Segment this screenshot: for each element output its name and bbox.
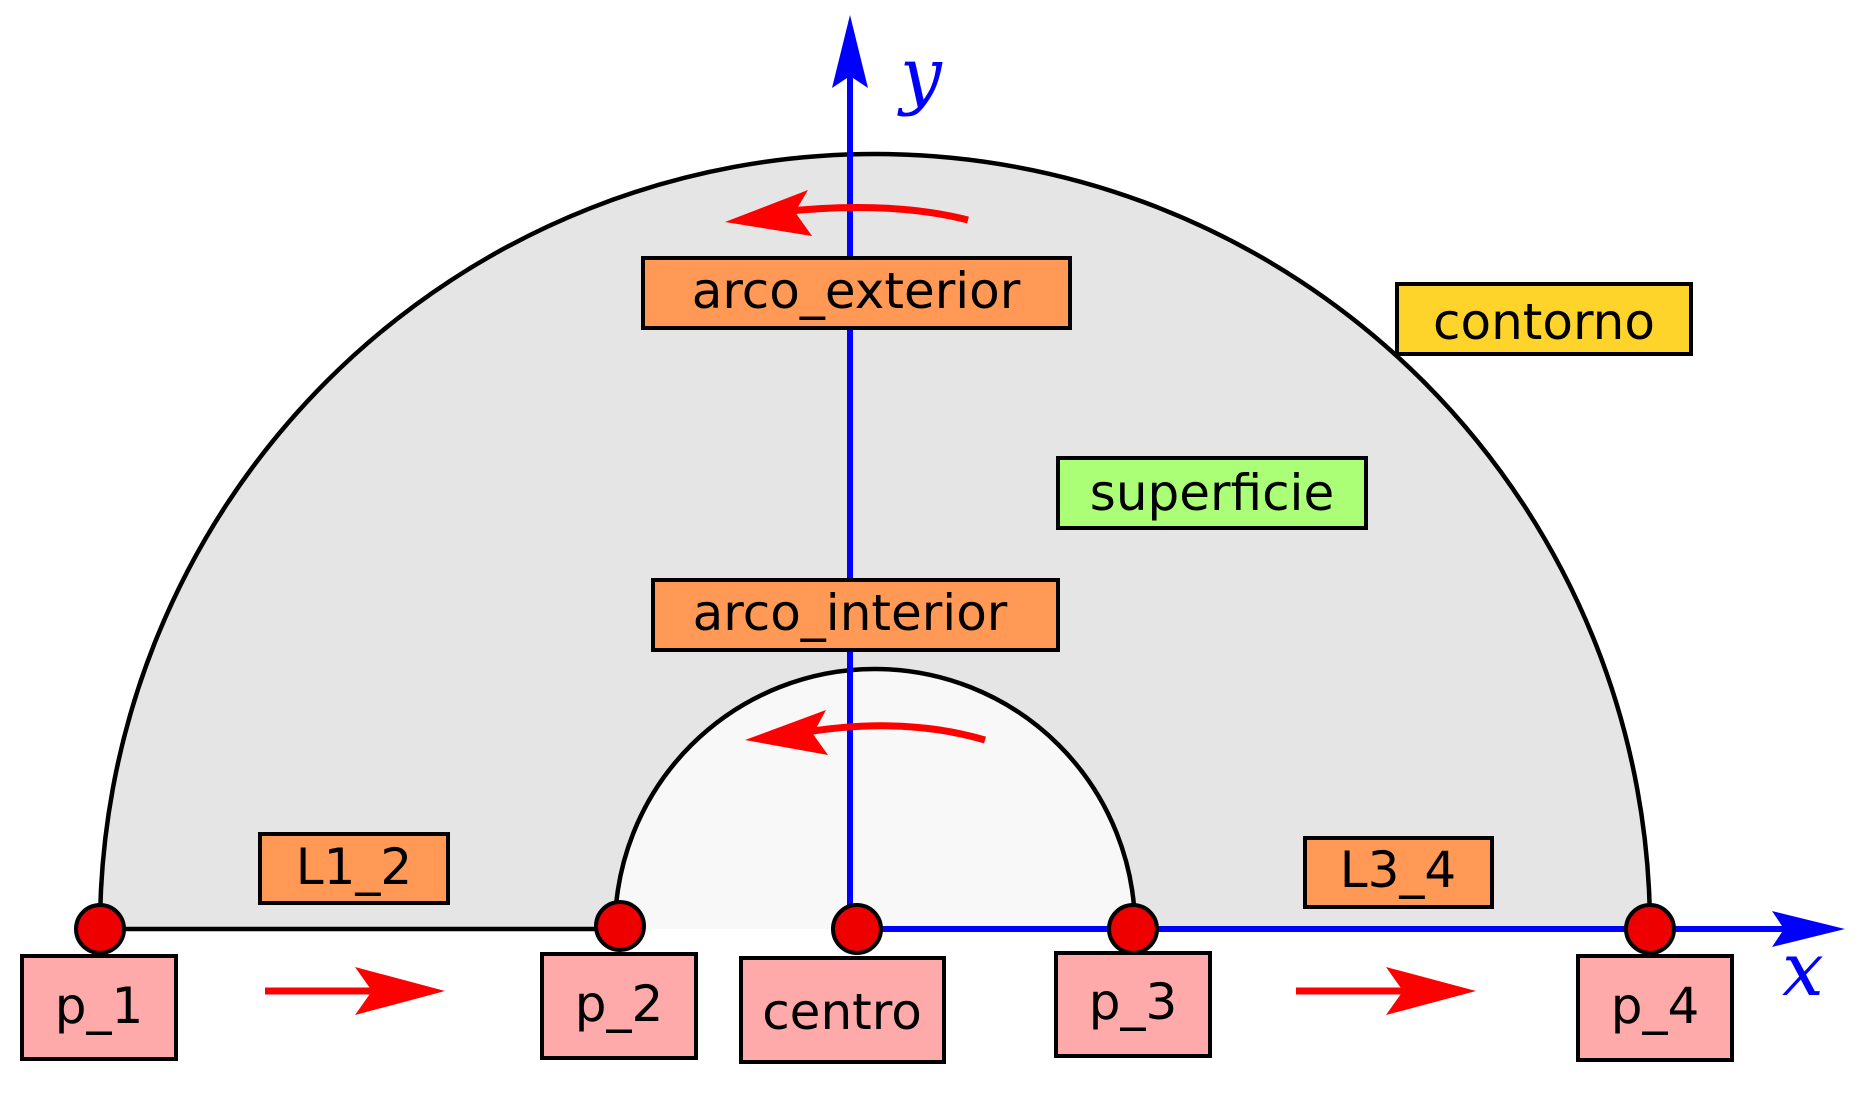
l3-4-label: L3_4 xyxy=(1340,841,1456,899)
p3-label: p_3 xyxy=(1089,973,1178,1031)
arco-exterior-label: arco_exterior xyxy=(692,262,1021,320)
y-axis-arrowhead xyxy=(832,15,868,88)
point-centro-marker xyxy=(831,903,883,955)
p4-label-box xyxy=(1576,954,1734,1062)
point-p1-marker xyxy=(74,903,126,955)
p3-label-box xyxy=(1054,951,1212,1058)
outer-arc-direction-arrow xyxy=(779,204,969,224)
l1-2-label-box xyxy=(258,832,450,905)
arco-interior-label-box xyxy=(651,578,1060,652)
arco-exterior-label-box xyxy=(641,256,1072,330)
contorno-label-box xyxy=(1395,282,1693,356)
l1-2-label: L1_2 xyxy=(296,838,412,896)
inner-arc-direction-arrow xyxy=(794,722,986,744)
segment-l1-2-arrowhead xyxy=(355,967,445,1015)
centro-label: centro xyxy=(762,983,922,1041)
p1-label-box xyxy=(20,954,178,1061)
p4-label: p_4 xyxy=(1611,977,1700,1035)
superficie-label: superficie xyxy=(1090,464,1334,522)
p1-label: p_1 xyxy=(55,977,144,1035)
point-p4-marker xyxy=(1624,903,1676,955)
p2-label: p_2 xyxy=(575,975,664,1033)
x-axis-label: x xyxy=(1782,927,1824,1013)
centro-label-box xyxy=(739,956,946,1064)
inner-hole-region xyxy=(615,669,1135,929)
segment-l3-4-arrowhead xyxy=(1386,967,1476,1015)
p2-label-box xyxy=(540,952,698,1060)
x-axis-arrowhead xyxy=(1772,911,1845,947)
inner-arc-arrowhead xyxy=(745,710,828,755)
inner-arc xyxy=(612,666,1138,930)
outer-arc-arrowhead xyxy=(725,190,812,236)
arco-interior-label: arco_interior xyxy=(693,584,1008,642)
point-p2-marker xyxy=(594,900,646,952)
l3-4-label-box xyxy=(1303,836,1494,909)
contorno-label: contorno xyxy=(1433,293,1655,351)
superficie-region xyxy=(100,154,1650,929)
y-axis-label: y xyxy=(897,32,943,118)
superficie-label-box xyxy=(1056,456,1368,530)
point-p3-marker xyxy=(1107,903,1159,955)
outer-arc xyxy=(97,151,1653,930)
